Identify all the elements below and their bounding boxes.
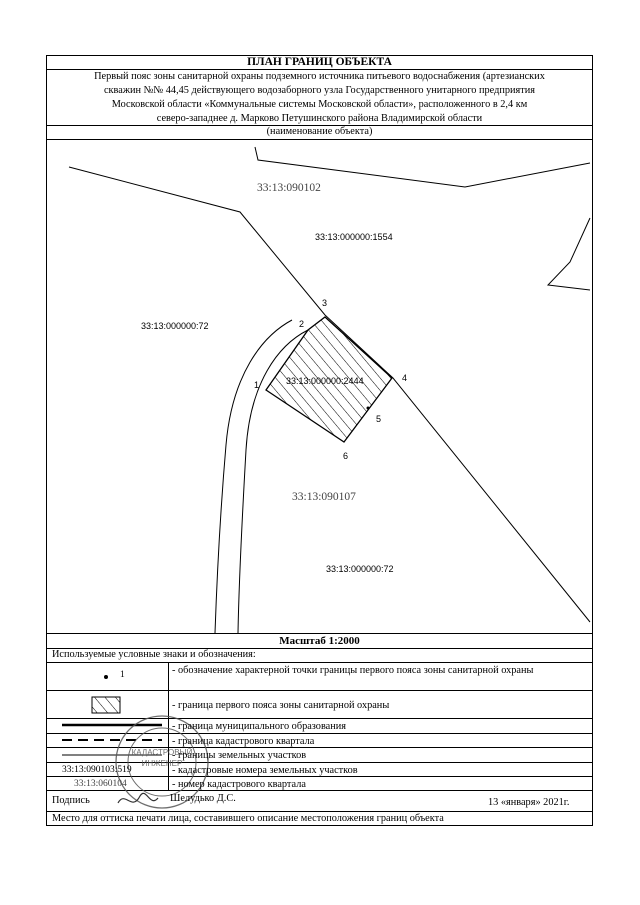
legend-point-number: 1 xyxy=(120,670,125,680)
document-frame xyxy=(46,55,593,826)
legend-row-divider-3 xyxy=(46,733,593,734)
legend-zone-symbol xyxy=(91,696,121,714)
sanitary-zone-polygon xyxy=(265,316,393,443)
svg-text:КАДАСТРОВЫЙ: КАДАСТРОВЫЙ xyxy=(132,748,193,757)
legend-item-quarter: - граница кадастрового квартала xyxy=(172,736,315,747)
legend-item-parcels: - границы земельных участков xyxy=(172,750,307,761)
description-line: скважин №№ 44,45 действующего водозаборн… xyxy=(103,85,535,96)
legend-row-divider-1 xyxy=(46,690,593,691)
parcel-label-72-left: 33:13:000000:72 xyxy=(141,321,209,331)
parcel-label-2444: 33:13:000000:2444 xyxy=(286,376,364,386)
left-road-curve-inner xyxy=(237,329,309,634)
object-name-caption: (наименование объекта) xyxy=(266,126,373,137)
svg-text:ИНЖЕНЕР: ИНЖЕНЕР xyxy=(142,759,183,768)
legend-item-quarter-number: - номер кадастрового квартала xyxy=(172,779,306,790)
point-label-5: 5 xyxy=(376,414,381,424)
quarter-boundary-line xyxy=(68,166,591,623)
parcel-label-72-bottom: 33:13:000000:72 xyxy=(326,564,394,574)
object-description: Первый пояс зоны санитарной охраны подзе… xyxy=(50,70,589,126)
map-scale: Масштаб 1:2000 xyxy=(279,635,360,647)
stamp-place-note: Место для оттиска печати лица, составивш… xyxy=(52,813,444,824)
legend-item-zone: - граница первого пояса зоны санитарной … xyxy=(172,700,390,711)
legend-column-divider xyxy=(168,662,169,790)
description-line: северо-западнее д. Марково Петушинского … xyxy=(156,113,483,124)
scale-divider xyxy=(46,648,593,649)
top-road-line xyxy=(254,146,591,188)
legend-item-municipal: - граница муниципального образования xyxy=(172,721,346,732)
quarter-label-bottom: 33:13:090107 xyxy=(292,491,356,503)
parcel-label-1554: 33:13:000000:1554 xyxy=(315,232,393,242)
map-top-border xyxy=(46,139,593,140)
left-road-curve-outer xyxy=(214,319,293,634)
point-marker-5 xyxy=(366,406,370,410)
signature-scribble xyxy=(117,792,159,804)
legend-sample-quarter-code: 33:13:060104 xyxy=(74,779,127,789)
legend-row-divider-5 xyxy=(46,762,593,763)
point-label-4: 4 xyxy=(402,373,407,383)
page-title: ПЛАН ГРАНИЦ ОБЪЕКТА xyxy=(247,56,392,68)
legend-row-divider-7 xyxy=(46,790,593,791)
signature-divider xyxy=(46,811,593,812)
legend-item-cadastral-numbers: - кадастровые номера земельных участков xyxy=(172,765,358,776)
right-road-line xyxy=(546,217,591,291)
legend-title-divider xyxy=(46,662,593,663)
point-label-3: 3 xyxy=(322,298,327,308)
point-label-6: 6 xyxy=(343,451,348,461)
map-bottom-border xyxy=(46,633,593,634)
legend-row-divider-2 xyxy=(46,718,593,719)
quarter-label-top: 33:13:090102 xyxy=(257,182,321,194)
signature-label: Подпись xyxy=(52,795,90,806)
legend-title: Используемые условные знаки и обозначени… xyxy=(52,649,256,660)
description-line: Московской области «Коммунальные системы… xyxy=(111,99,528,110)
description-line: Первый пояс зоны санитарной охраны подзе… xyxy=(94,71,545,82)
description-divider xyxy=(46,125,593,126)
title-divider xyxy=(46,69,593,70)
point-label-2: 2 xyxy=(299,319,304,329)
legend-item-point: - обозначение характерной точки границы … xyxy=(172,665,534,676)
legend-row-divider-4 xyxy=(46,747,593,748)
signer-name: Шелудько Д.С. xyxy=(170,793,236,804)
signature-date: 13 «января» 2021г. xyxy=(488,797,570,808)
legend-sample-parcel-code: 33:13:090103:519 xyxy=(62,765,132,775)
point-label-1: 1 xyxy=(254,380,259,390)
legend-row-divider-6 xyxy=(46,776,593,777)
seal-stamp: КАДАСТРОВЫЙ ИНЖЕНЕР xyxy=(115,715,209,809)
legend-point-symbol xyxy=(104,675,108,679)
